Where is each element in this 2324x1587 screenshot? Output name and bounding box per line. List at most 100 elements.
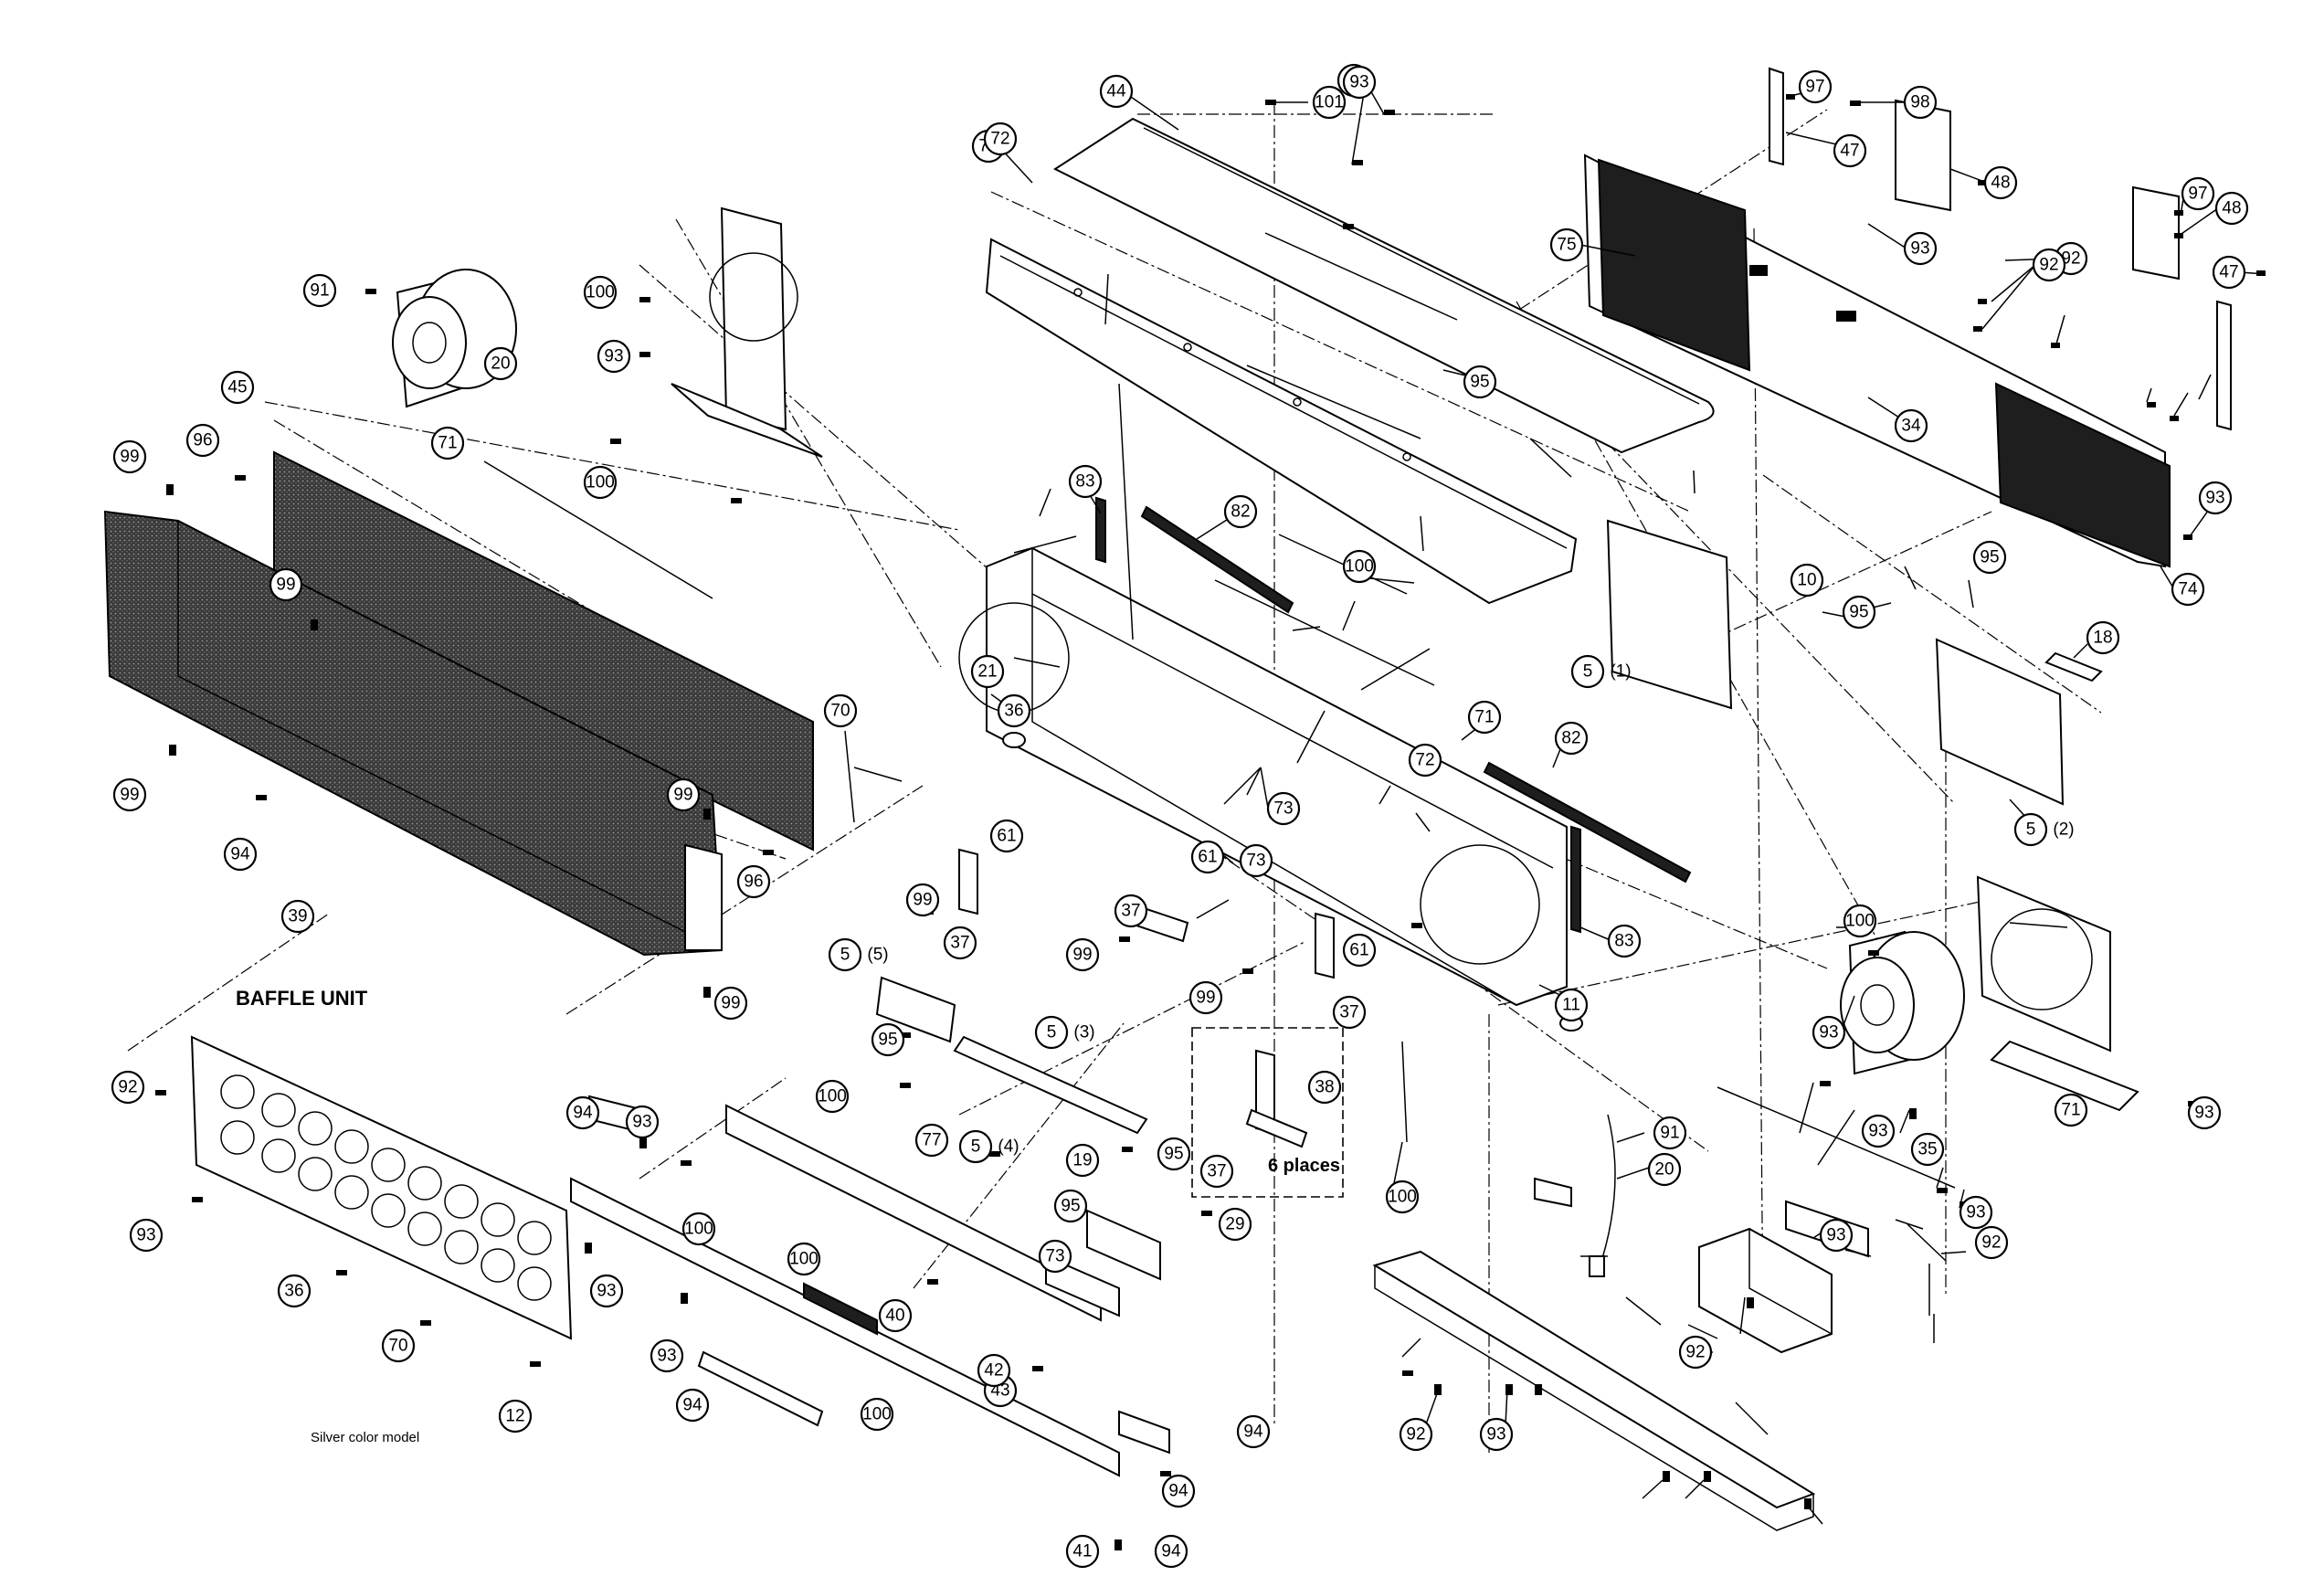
callout-circle bbox=[597, 339, 631, 374]
callout-label: 71 bbox=[2061, 1101, 2080, 1120]
callout-label: 20 bbox=[491, 354, 510, 374]
callout-label: 61 bbox=[1198, 848, 1217, 867]
callout-circle bbox=[1154, 1534, 1188, 1569]
callout-label: 83 bbox=[1075, 472, 1094, 492]
callout-circle bbox=[1463, 365, 1497, 399]
callout-7: 48 bbox=[1983, 165, 2018, 200]
callout-22: 20 bbox=[483, 346, 518, 381]
bottom-plate bbox=[1372, 1250, 1816, 1531]
callout-circle bbox=[1342, 65, 1377, 100]
callout-37: 71 bbox=[1467, 700, 1502, 735]
callout-50: 94 bbox=[223, 837, 258, 872]
callout-label: 73 bbox=[1045, 1247, 1064, 1266]
callout-27: 96 bbox=[185, 423, 220, 458]
callout-label: 95 bbox=[1849, 603, 1868, 622]
callout-48: 5(2) bbox=[2013, 812, 2075, 847]
callout-label: 92 bbox=[1406, 1425, 1425, 1444]
callout-label: 70 bbox=[830, 702, 850, 721]
callout-label: 92 bbox=[2061, 249, 2080, 269]
callout-label: 100 bbox=[1345, 557, 1374, 577]
callout-circle bbox=[2214, 191, 2249, 226]
callout-label: 94 bbox=[682, 1396, 702, 1415]
callout-label: 99 bbox=[276, 576, 295, 595]
callout-label: 97 bbox=[1805, 78, 1824, 97]
callout-label: 48 bbox=[2222, 199, 2241, 218]
callout-circle bbox=[997, 693, 1031, 728]
pcb-5-2 bbox=[1935, 638, 2065, 806]
callout-suffix: (5) bbox=[867, 946, 888, 965]
callout-6: 47 bbox=[1833, 133, 1867, 168]
callout-label: 93 bbox=[2194, 1104, 2213, 1123]
callout-label: 82 bbox=[1561, 729, 1580, 748]
callout-17: 74 bbox=[2171, 572, 2205, 607]
bracket-61-a bbox=[958, 848, 978, 915]
callout-circle bbox=[1399, 1417, 1433, 1452]
callout-circle bbox=[1554, 721, 1589, 756]
callout-suffix: (2) bbox=[2053, 820, 2074, 840]
callout-circle bbox=[1798, 69, 1833, 104]
callout-circle bbox=[2171, 572, 2205, 607]
callout-label: 93 bbox=[632, 1113, 651, 1132]
callout-18: 93 bbox=[2198, 481, 2233, 515]
callout-circle bbox=[112, 439, 147, 474]
callout-47: 5(1) bbox=[1570, 654, 1632, 689]
callout-suffix: (3) bbox=[1073, 1023, 1094, 1042]
callout-label: 95 bbox=[1980, 548, 1999, 567]
callout-111: 92 bbox=[1399, 1417, 1433, 1452]
callout-label: 94 bbox=[1243, 1423, 1263, 1442]
callout-label: 100 bbox=[684, 1220, 713, 1239]
callout-circle bbox=[1218, 1207, 1252, 1242]
callout-circle bbox=[914, 1123, 949, 1158]
callout-108: 93 bbox=[1959, 1195, 1993, 1230]
callout-19: 95 bbox=[1463, 365, 1497, 399]
callout-59: 37 bbox=[1114, 894, 1148, 928]
callout-label: 93 bbox=[1486, 1425, 1505, 1444]
callout-31: 83 bbox=[1068, 464, 1103, 499]
callout-100: 20 bbox=[1647, 1152, 1682, 1187]
callout-96: 12 bbox=[498, 1399, 533, 1434]
right-speaker bbox=[1840, 930, 1965, 1075]
callout-circle bbox=[958, 1129, 993, 1164]
callout-74: 95 bbox=[1053, 1189, 1088, 1223]
callout-83: 94 bbox=[675, 1388, 710, 1423]
callout-104: 35 bbox=[1910, 1132, 1945, 1167]
callout-circle bbox=[1647, 1152, 1682, 1187]
callout-label: 74 bbox=[2178, 580, 2198, 599]
top-plate bbox=[1052, 117, 1715, 454]
callout-circle bbox=[1038, 1239, 1072, 1274]
callout-circle bbox=[1307, 1070, 1342, 1105]
callout-label: 101 bbox=[1315, 93, 1344, 112]
callout-label: 93 bbox=[604, 347, 623, 366]
callout-label: 91 bbox=[310, 281, 329, 301]
callout-67: 37 bbox=[1332, 995, 1367, 1030]
callout-43: 10 bbox=[1790, 563, 1824, 598]
callout-circle bbox=[1408, 743, 1442, 778]
callout-label: 99 bbox=[120, 448, 139, 467]
callout-circle bbox=[1190, 840, 1225, 874]
callout-label: 71 bbox=[1474, 708, 1494, 727]
pcb-5-5 bbox=[875, 976, 956, 1043]
callout-93: 93 bbox=[129, 1218, 164, 1253]
callout-label: 77 bbox=[922, 1131, 941, 1150]
callout-circle bbox=[1161, 1474, 1196, 1508]
callout-circle bbox=[1332, 995, 1367, 1030]
callout-label: 99 bbox=[120, 786, 139, 805]
callout-34: 21 bbox=[970, 654, 1005, 689]
six-places-label: 6 places bbox=[1268, 1156, 1340, 1176]
callout-circle bbox=[815, 1079, 850, 1114]
callout-label: 92 bbox=[2039, 256, 2058, 275]
callout-label: 34 bbox=[1901, 417, 1921, 436]
callout-label: 99 bbox=[721, 994, 740, 1013]
callout-41: 82 bbox=[1554, 721, 1589, 756]
callout-circle bbox=[713, 986, 748, 1021]
callout-label: 82 bbox=[1231, 503, 1250, 522]
callout-25: 71 bbox=[430, 426, 465, 460]
callout-circle bbox=[1065, 937, 1100, 972]
callout-label: 96 bbox=[193, 431, 212, 450]
callout-label: 100 bbox=[586, 283, 615, 302]
callout-88: 94 bbox=[565, 1095, 600, 1130]
callout-label: 99 bbox=[1196, 989, 1215, 1008]
callout-label: 5 bbox=[971, 1137, 981, 1157]
callout-40: 73 bbox=[1239, 843, 1273, 878]
baffle-unit bbox=[190, 1035, 573, 1340]
